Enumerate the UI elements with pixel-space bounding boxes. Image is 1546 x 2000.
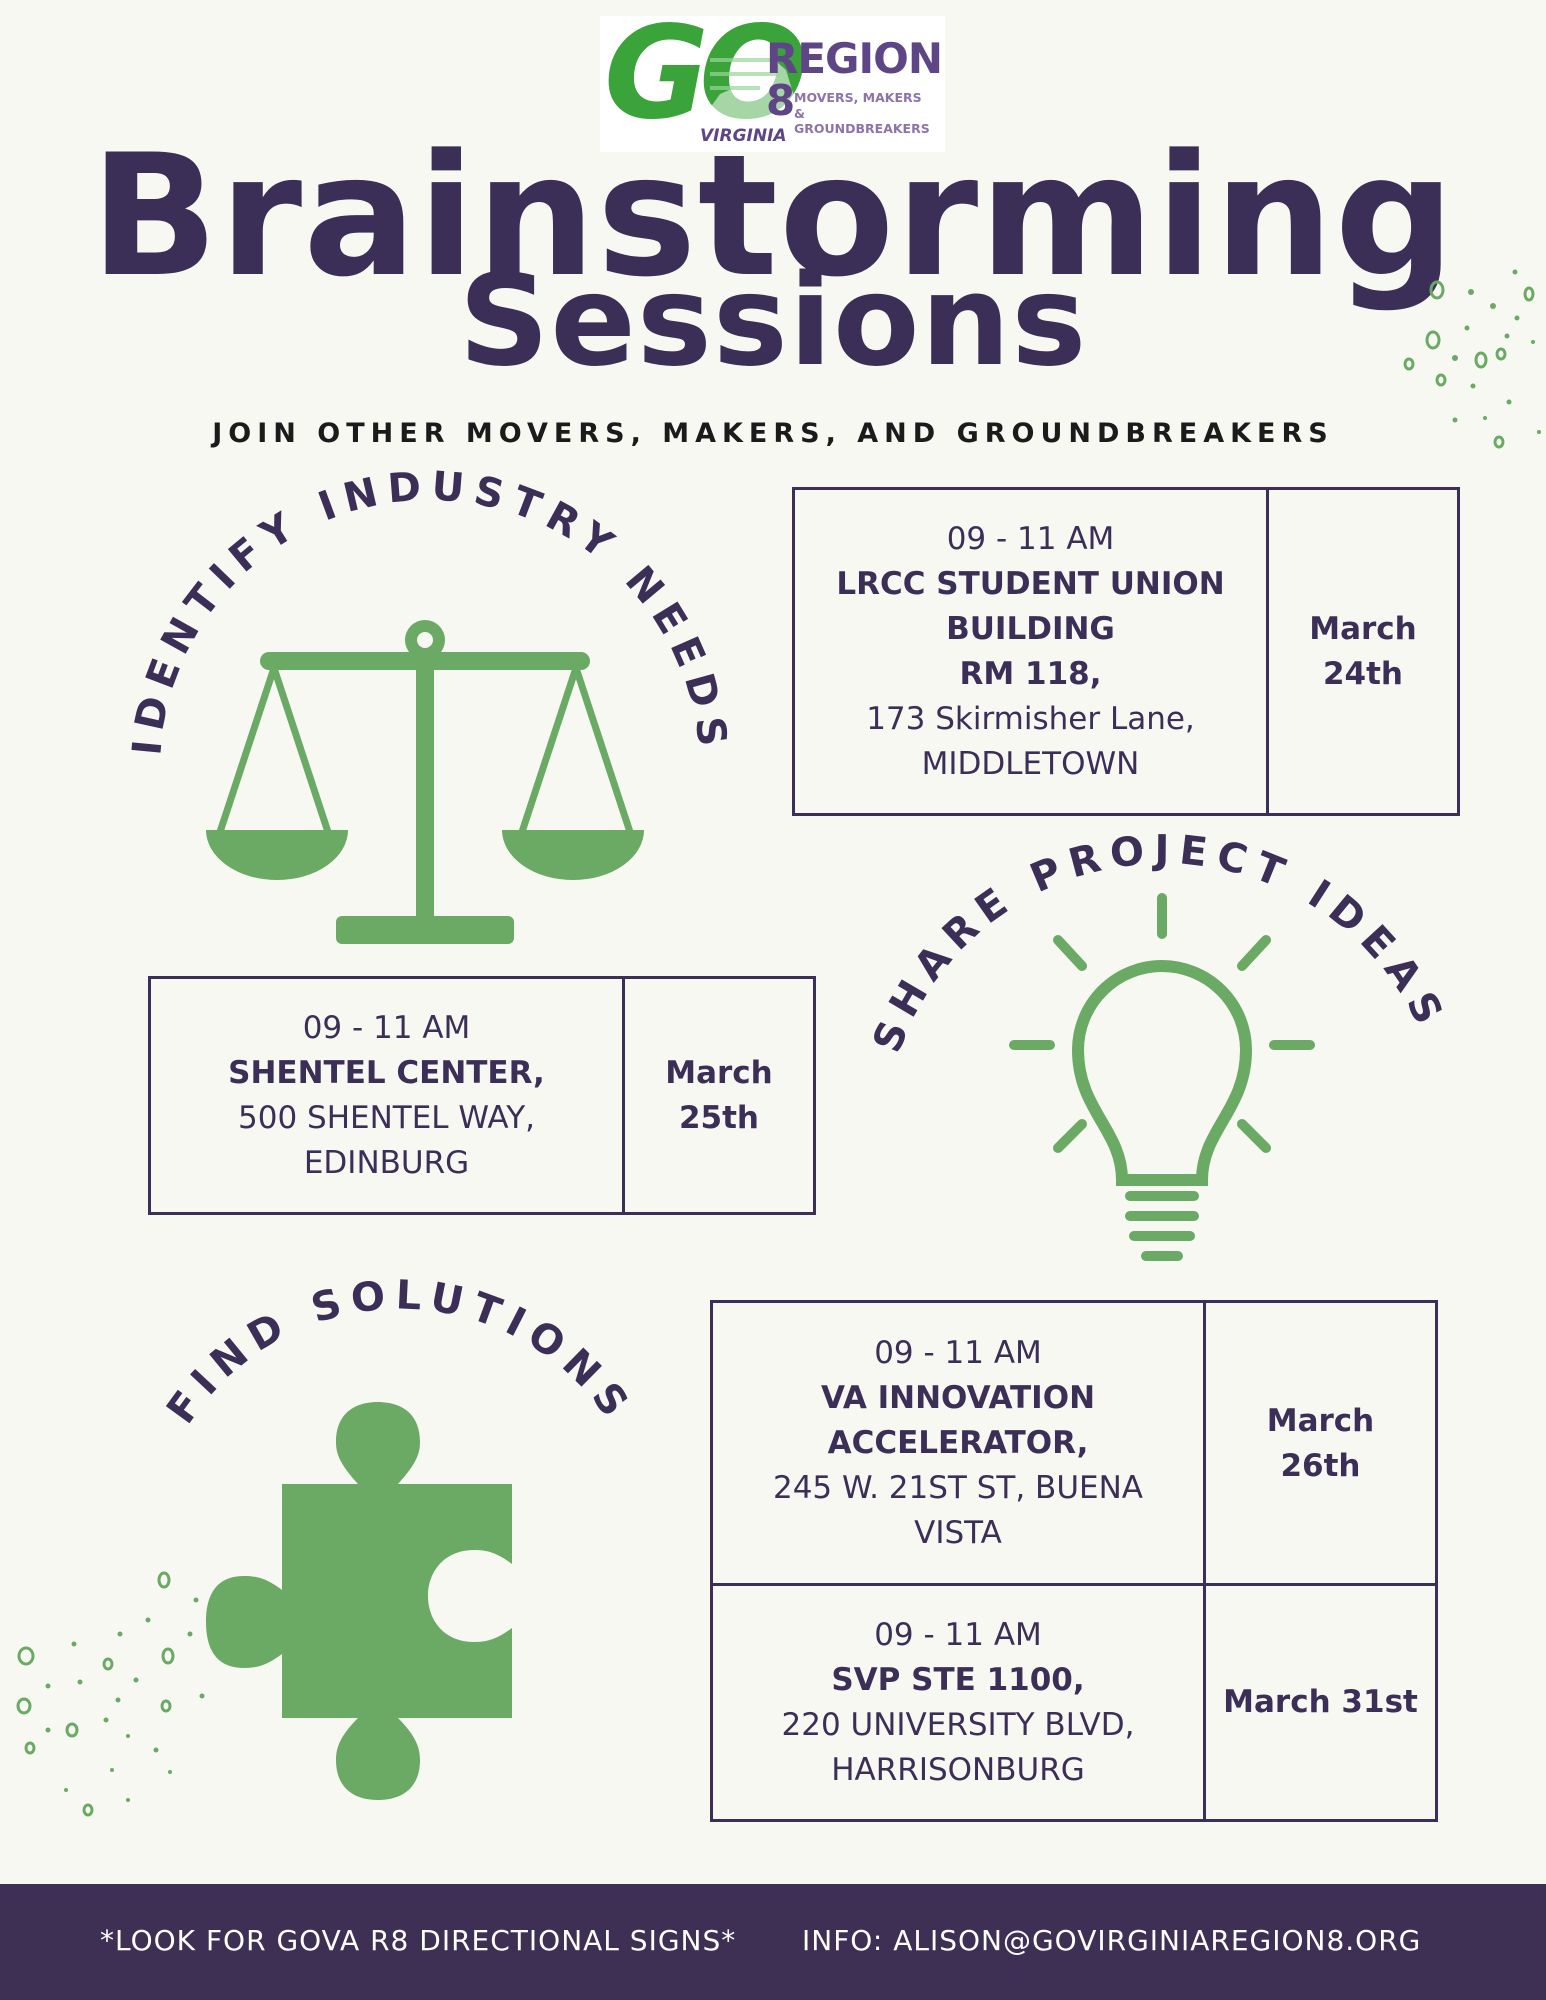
session-date-month: March xyxy=(1309,610,1417,647)
session-city: MIDDLETOWN xyxy=(921,745,1140,782)
session-box-march-24: 09 - 11 AM LRCC STUDENT UNION BUILDING R… xyxy=(792,487,1460,816)
virginia-map-icon xyxy=(700,56,794,122)
session-address: 173 Skirmisher Lane, xyxy=(866,700,1195,737)
session-box-march-25: 09 - 11 AM SHENTEL CENTER, 500 SHENTEL W… xyxy=(148,976,816,1215)
puzzle-piece-icon xyxy=(206,1402,512,1800)
session-date-day: 26th xyxy=(1280,1447,1361,1484)
session-venue: LRCC STUDENT UNION BUILDING xyxy=(836,565,1225,647)
session-date: March 25th xyxy=(625,979,813,1212)
session-date: March 26th xyxy=(1206,1303,1435,1584)
balance-scale-icon xyxy=(206,620,644,944)
session-venue: SVP STE 1100, xyxy=(831,1661,1085,1698)
session-date-day: 24th xyxy=(1322,655,1403,692)
page-title-line1: Brainstorming xyxy=(90,118,1456,314)
footer-directional-signs-note: *LOOK FOR GOVA R8 DIRECTIONAL SIGNS* xyxy=(100,1924,737,1957)
session-date-month: March xyxy=(1266,1402,1375,1439)
session-address: 245 W. 21ST ST, BUENA VISTA xyxy=(772,1470,1143,1551)
session-box-march-26: 09 - 11 AM VA INNOVATION ACCELERATOR, 24… xyxy=(710,1300,1438,1584)
session-time: 09 - 11 AM xyxy=(302,1009,471,1046)
session-room: RM 118, xyxy=(959,655,1102,692)
session-details: 09 - 11 AM SHENTEL CENTER, 500 SHENTEL W… xyxy=(151,979,625,1212)
session-address: 220 UNIVERSITY BLVD, xyxy=(781,1706,1135,1743)
session-address: 500 SHENTEL WAY, xyxy=(238,1099,535,1136)
footer-info-email[interactable]: INFO: ALISON@GOVIRGINIAREGION8.ORG xyxy=(802,1924,1422,1957)
logo-region: REGION 8 xyxy=(766,34,943,125)
session-date: March 24th xyxy=(1269,490,1457,813)
lightbulb-icon xyxy=(1009,893,1315,1261)
go-virginia-logo: GO REGION 8 MOVERS, MAKERS & GROUNDBREAK… xyxy=(600,10,945,152)
session-details: 09 - 11 AM LRCC STUDENT UNION BUILDING R… xyxy=(795,490,1269,813)
session-venue: VA INNOVATION ACCELERATOR, xyxy=(820,1380,1096,1461)
session-box-march-31: 09 - 11 AM SVP STE 1100, 220 UNIVERSITY … xyxy=(710,1583,1438,1822)
page-title-line2: Sessions xyxy=(458,247,1088,394)
session-time: 09 - 11 AM xyxy=(874,1616,1042,1653)
decorative-dots-bottom-left xyxy=(16,1571,205,1817)
session-city: EDINBURG xyxy=(303,1144,470,1181)
theme-arc-texts: IDENTIFY INDUSTRY NEEDS SHARE PROJECT ID… xyxy=(124,463,1446,1432)
footer-bar: *LOOK FOR GOVA R8 DIRECTIONAL SIGNS* INF… xyxy=(0,1884,1546,2000)
session-venue: SHENTEL CENTER, xyxy=(228,1054,545,1091)
session-time: 09 - 11 AM xyxy=(946,520,1115,557)
decorative-dots-top-right xyxy=(1403,269,1541,449)
session-date-month: March xyxy=(665,1054,773,1091)
session-date-full: March 31st xyxy=(1223,1684,1418,1720)
logo-state: VIRGINIA xyxy=(700,126,787,146)
session-time: 09 - 11 AM xyxy=(874,1335,1042,1371)
page-subtitle: JOIN OTHER MOVERS, MAKERS, AND GROUNDBRE… xyxy=(212,418,1334,449)
session-details: 09 - 11 AM SVP STE 1100, 220 UNIVERSITY … xyxy=(713,1586,1206,1819)
session-city: HARRISONBURG xyxy=(831,1751,1085,1788)
logo-tagline: MOVERS, MAKERS & GROUNDBREAKERS xyxy=(794,90,930,137)
session-details: 09 - 11 AM VA INNOVATION ACCELERATOR, 24… xyxy=(713,1303,1206,1584)
session-date-day: 25th xyxy=(678,1099,759,1136)
session-date: March 31st xyxy=(1206,1586,1435,1819)
